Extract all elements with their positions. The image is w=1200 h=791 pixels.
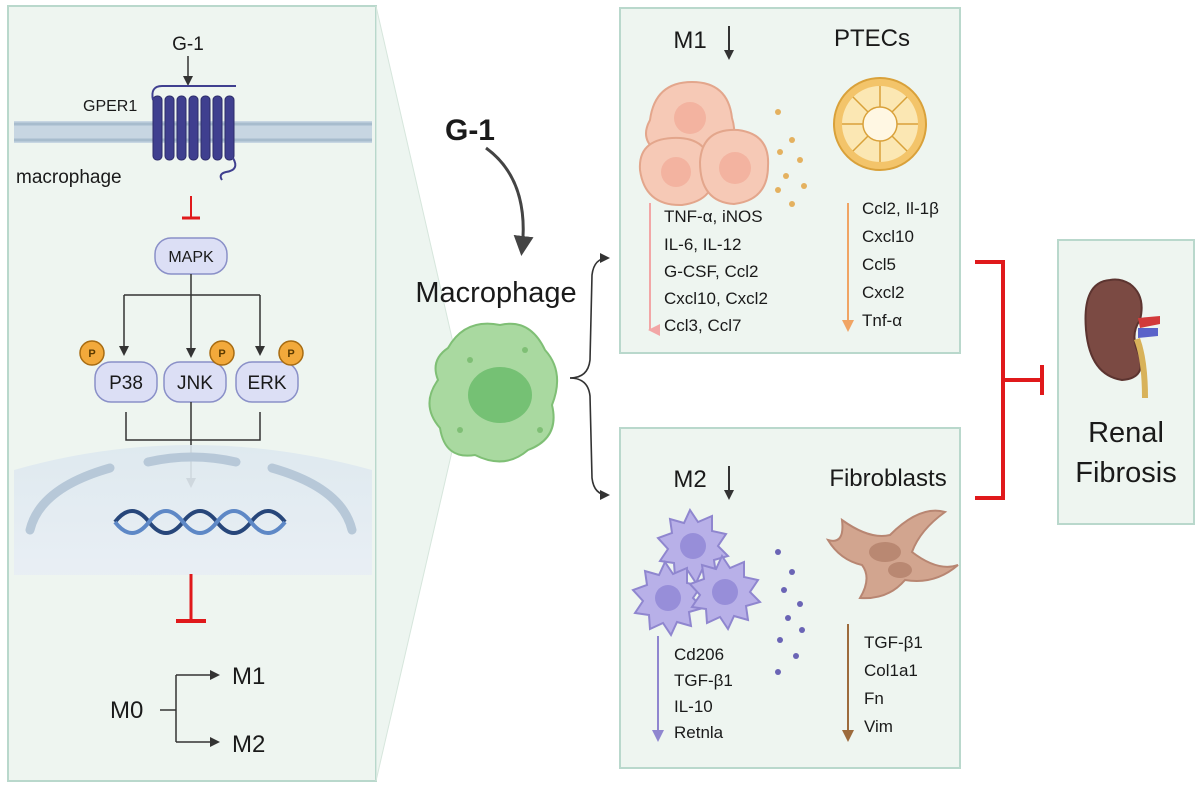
m2-fibroblast-panel: M2 Fibroblasts Cd206 TGF-β (619, 427, 961, 769)
macrophage-cell-icon (428, 322, 559, 463)
kinase-erk-label: ERK (247, 373, 286, 394)
ptec-marker-list: Ccl2, Il-1β Cxcl10 Ccl5 Cxcl2 Tnf-α (862, 199, 939, 330)
phospho-label: P (218, 348, 225, 360)
ptec-marker: Cxcl2 (862, 283, 905, 302)
outcome-line-1: Renal (1088, 417, 1164, 449)
renal-fibrosis-panel: Renal Fibrosis (1057, 239, 1195, 525)
m1-marker: TNF-α, iNOS (664, 207, 763, 226)
left-pathway-panel: G-1 GPER1 macrophage MAPK (7, 5, 377, 782)
phospho-icon (79, 340, 105, 366)
kinase-jnk-label: JNK (177, 373, 213, 394)
zoom-edge-top (375, 5, 466, 396)
ptec-marker: Tnf-α (862, 311, 902, 330)
gper1-receptor-icon (151, 85, 237, 181)
phospho-label: P (287, 348, 294, 360)
ligand-curved-arrow (485, 146, 534, 256)
fibroblast-marker: TGF-β1 (864, 633, 923, 652)
dna-helix-icon (113, 509, 287, 535)
fibrosis-inhibition-bracket (975, 260, 1044, 500)
m2-cell-cluster-icon (631, 507, 762, 638)
fibroblast-arrow-head (842, 730, 854, 742)
m1-marker: Cxcl10, Cxcl2 (664, 289, 768, 308)
m1-ptec-panel: M1 PTECs (619, 7, 961, 354)
fibroblast-marker: Vim (864, 717, 893, 736)
kinase-erk: ERK P (235, 340, 304, 403)
m2-label: M2 (232, 731, 265, 758)
m1-marker: IL-6, IL-12 (664, 235, 742, 254)
m2-panel-frame (619, 427, 961, 769)
mapk-branch-arrows (119, 274, 265, 358)
phospho-label: P (88, 348, 95, 360)
kinase-jnk: JNK P (163, 340, 235, 403)
m1-cytokine-dots (775, 109, 807, 207)
phospho-icon (209, 340, 235, 366)
zoom-wedge (376, 6, 465, 781)
fibroblast-cell-icon (825, 509, 959, 600)
mapk-label: MAPK (168, 249, 214, 266)
m2-cytokine-dots (775, 549, 805, 675)
cell-type-label: macrophage (16, 167, 122, 188)
center-section: G-1 Macrophage (415, 114, 610, 500)
m1-cell-cluster-icon (638, 80, 770, 207)
branch-brace (569, 253, 610, 500)
ptec-marker: Ccl5 (862, 255, 896, 274)
phospho-icon (278, 340, 304, 366)
m2-marker: TGF-β1 (674, 671, 733, 690)
kinase-p38: P38 P (79, 340, 158, 403)
kidney-icon (1084, 278, 1160, 398)
kinase-p38-label: P38 (109, 373, 143, 394)
fibroblast-marker: Fn (864, 689, 884, 708)
ptec-marker: Ccl2, Il-1β (862, 199, 939, 218)
m2-marker: IL-10 (674, 697, 713, 716)
macrophage-label: Macrophage (415, 277, 576, 309)
m1-marker: G-CSF, Ccl2 (664, 262, 758, 281)
ptec-marker: Cxcl10 (862, 227, 914, 246)
ptec-box-title: PTECs (834, 25, 910, 52)
m2-box-title: M2 (673, 466, 706, 493)
m1-label: M1 (232, 663, 265, 690)
left-ligand-label: G-1 (172, 34, 204, 55)
fibroblast-marker: Col1a1 (864, 661, 918, 680)
m2-marker: Retnla (674, 723, 724, 742)
ptec-arrow-head (842, 320, 854, 332)
polarization-inhibition (176, 574, 206, 623)
m2-marker-list: Cd206 TGF-β1 IL-10 Retnla (674, 645, 733, 742)
mapk-node: MAPK (154, 237, 228, 275)
center-ligand-label: G-1 (445, 114, 495, 147)
m1-marker-list: TNF-α, iNOS IL-6, IL-12 G-CSF, Ccl2 Cxcl… (664, 207, 768, 335)
m1-marker: Ccl3, Ccl7 (664, 316, 741, 335)
nucleus-icon (14, 445, 372, 575)
m2-arrow-head (652, 730, 664, 742)
receptor-label: GPER1 (83, 98, 137, 115)
m0-branch-arrows (160, 670, 220, 747)
outcome-line-2: Fibrosis (1075, 457, 1177, 489)
m2-marker: Cd206 (674, 645, 724, 664)
ptec-tubule-icon (833, 77, 927, 171)
fibroblast-marker-list: TGF-β1 Col1a1 Fn Vim (864, 633, 923, 736)
zoom-edge-bottom (375, 394, 466, 782)
fibroblast-box-title: Fibroblasts (829, 465, 946, 492)
m0-label: M0 (110, 697, 143, 724)
m1-box-title: M1 (673, 27, 706, 54)
receptor-mapk-inhibition (182, 196, 200, 220)
